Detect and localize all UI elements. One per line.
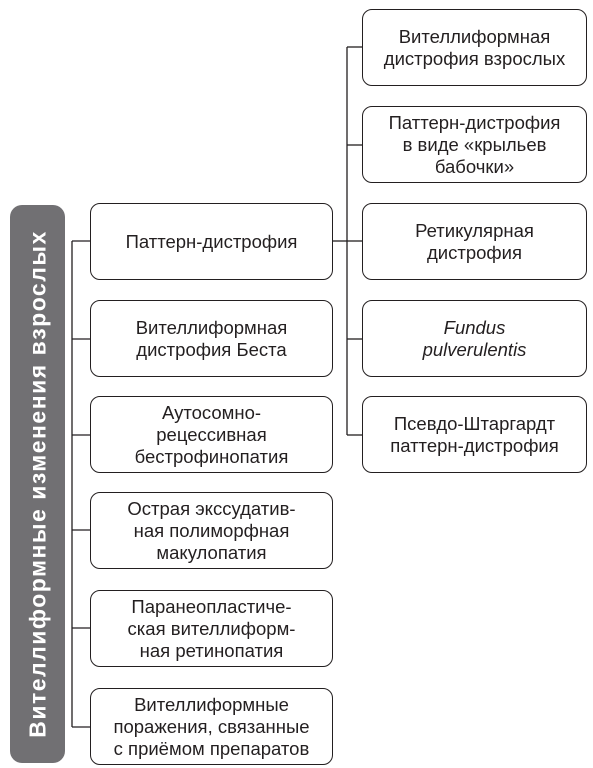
node-label: Паттерн-дистрофия (125, 230, 298, 252)
node-label: Псевдо-Штаргардт паттерн-дистрофия (390, 412, 559, 456)
node-label: Острая экссудатив- ная полиморфная макул… (127, 497, 296, 563)
node-paraneoplastic-retinopathy: Паранеопластиче- ская вителлиформ- ная р… (90, 590, 333, 667)
node-label: Вителлиформная дистрофия взрослых (383, 25, 566, 69)
node-autosomal-recessive-bestrophinopathy: Аутосомно- рецессивная бестрофинопатия (90, 396, 333, 473)
node-fundus-pulverulentis: Fundus pulverulentis (362, 300, 587, 377)
node-label: Аутосомно- рецессивная бестрофинопатия (134, 401, 289, 467)
node-label: Паранеопластиче- ская вителлиформ- ная р… (127, 595, 296, 661)
node-label: Паттерн-дистрофия в виде «крыльев бабочк… (388, 111, 561, 177)
root-label: Вителлиформные изменения взрослых (24, 230, 50, 738)
node-label: Ретикулярная дистрофия (415, 219, 534, 263)
node-pattern-dystrophy: Паттерн-дистрофия (90, 203, 333, 280)
node-best-dystrophy: Вителлиформная дистрофия Беста (90, 300, 333, 377)
node-label: Вителлиформные поражения, связанные с пр… (113, 693, 310, 759)
node-pseudo-stargardt-dystrophy: Псевдо-Штаргардт паттерн-дистрофия (362, 396, 587, 473)
node-adult-vitelliform-dystrophy: Вителлиформная дистрофия взрослых (362, 9, 587, 86)
node-butterfly-pattern-dystrophy: Паттерн-дистрофия в виде «крыльев бабочк… (362, 106, 587, 183)
node-label: Fundus pulverulentis (422, 316, 527, 360)
node-reticular-dystrophy: Ретикулярная дистрофия (362, 203, 587, 280)
root-node: Вителлиформные изменения взрослых (10, 205, 65, 763)
node-drug-related-lesions: Вителлиформные поражения, связанные с пр… (90, 688, 333, 765)
node-acute-exudative-maculopathy: Острая экссудатив- ная полиморфная макул… (90, 492, 333, 569)
node-label: Вителлиформная дистрофия Беста (135, 316, 288, 360)
